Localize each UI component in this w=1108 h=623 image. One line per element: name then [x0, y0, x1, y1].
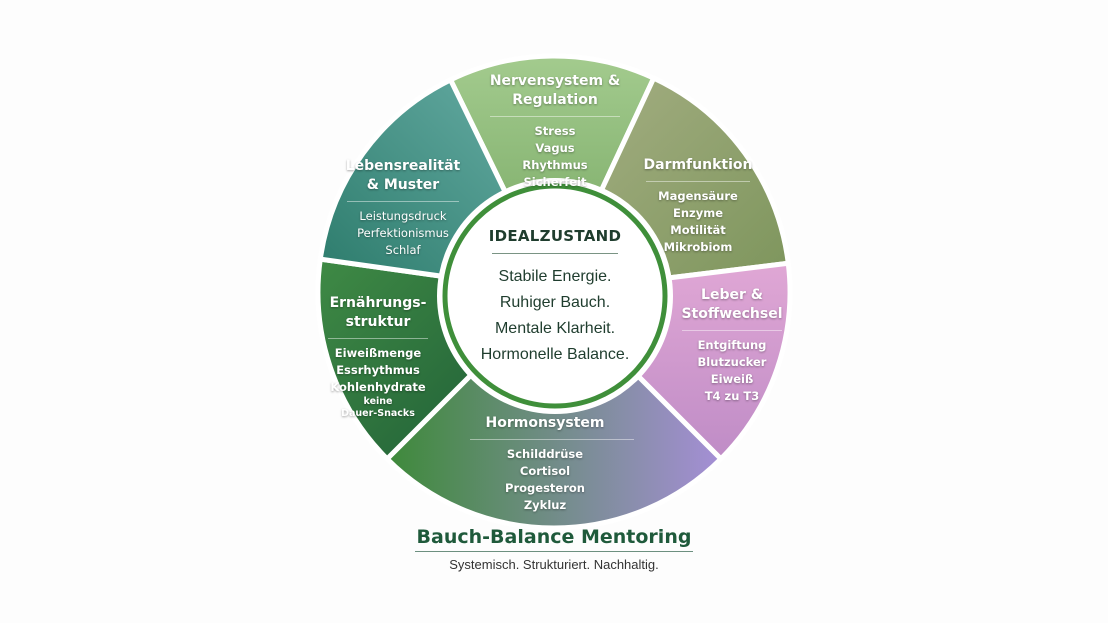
segment-nervensystem: Nervensystem & Regulation Stress Vagus R…	[470, 72, 640, 191]
divider	[490, 116, 620, 117]
center-idealzustand: IDEALZUSTAND Stabile Energie. Ruhiger Ba…	[442, 183, 668, 409]
brand-subtitle: Systemisch. Strukturiert. Nachhaltig.	[449, 557, 659, 572]
segment-item: Kohlenhydrate	[330, 380, 426, 394]
segment-title: Darmfunktion	[643, 157, 753, 173]
segment-lebensrealitaet: Lebensrealität & Muster Leistungsdruck P…	[340, 157, 466, 259]
center-title: IDEALZUSTAND	[488, 227, 622, 245]
segment-title: Lebensrealität & Muster	[345, 158, 461, 193]
segment-item: Dauer-Snacks	[341, 408, 415, 419]
center-line: Stabile Energie.	[498, 268, 612, 285]
center-ring	[442, 183, 668, 409]
segment-hormonsystem: Hormonsystem Schilddrüse Cortisol Proges…	[470, 414, 634, 514]
segment-item: Cortisol	[519, 464, 571, 478]
segment-item: Rhythmus	[522, 158, 588, 172]
divider	[328, 338, 428, 339]
segment-title: Nervensystem & Regulation	[489, 73, 621, 108]
segment-darmfunktion: Darmfunktion Magensäure Enzyme Motilität…	[638, 156, 758, 256]
segment-item: Schlaf	[385, 243, 421, 257]
divider	[682, 330, 782, 331]
center-line: Mentale Klarheit.	[494, 320, 616, 337]
segment-item: Perfektionismus	[357, 226, 449, 240]
segment-item: Magensäure	[658, 189, 738, 203]
divider	[470, 439, 634, 440]
segment-title: Hormonsystem	[485, 415, 605, 431]
segment-item: Essrhythmus	[336, 363, 420, 377]
segment-item: Leistungsdruck	[359, 209, 447, 223]
segment-item: Sicherfeit	[523, 175, 587, 189]
segment-item: Stress	[534, 124, 576, 138]
divider	[492, 253, 618, 254]
segment-item: Motilität	[670, 223, 726, 237]
segment-item: Blutzucker	[697, 355, 767, 369]
segment-title: Ernährungs-struktur	[329, 295, 427, 330]
segment-item: Progesteron	[505, 481, 585, 495]
segment-item: T4 zu T3	[704, 389, 760, 403]
segment-item: Schilddrüse	[506, 447, 584, 461]
segment-item: Enzyme	[672, 206, 723, 220]
center-line: Ruhiger Bauch.	[499, 294, 611, 311]
segment-item: Zykluz	[523, 498, 567, 512]
segment-leber: Leber & Stoffwechsel Entgiftung Blutzuck…	[672, 286, 792, 405]
segment-ernaehrung: Ernährungs-struktur Eiweißmenge Essrhyth…	[318, 294, 438, 420]
center-line: Hormonelle Balance.	[480, 346, 630, 363]
segment-item: Entgiftung	[697, 338, 767, 352]
divider	[646, 181, 750, 182]
brand-block: Bauch-Balance Mentoring Systemisch. Stru…	[0, 526, 1108, 572]
brand-title: Bauch-Balance Mentoring	[414, 526, 694, 552]
segment-item: Eiweiß	[710, 372, 754, 386]
divider	[347, 201, 459, 202]
segment-item: keine	[363, 396, 393, 407]
segment-item: Eiweißmenge	[334, 346, 422, 360]
segment-item: Mikrobiom	[663, 240, 733, 254]
segment-item: Vagus	[535, 141, 575, 155]
segment-title: Leber & Stoffwechsel	[681, 287, 783, 322]
